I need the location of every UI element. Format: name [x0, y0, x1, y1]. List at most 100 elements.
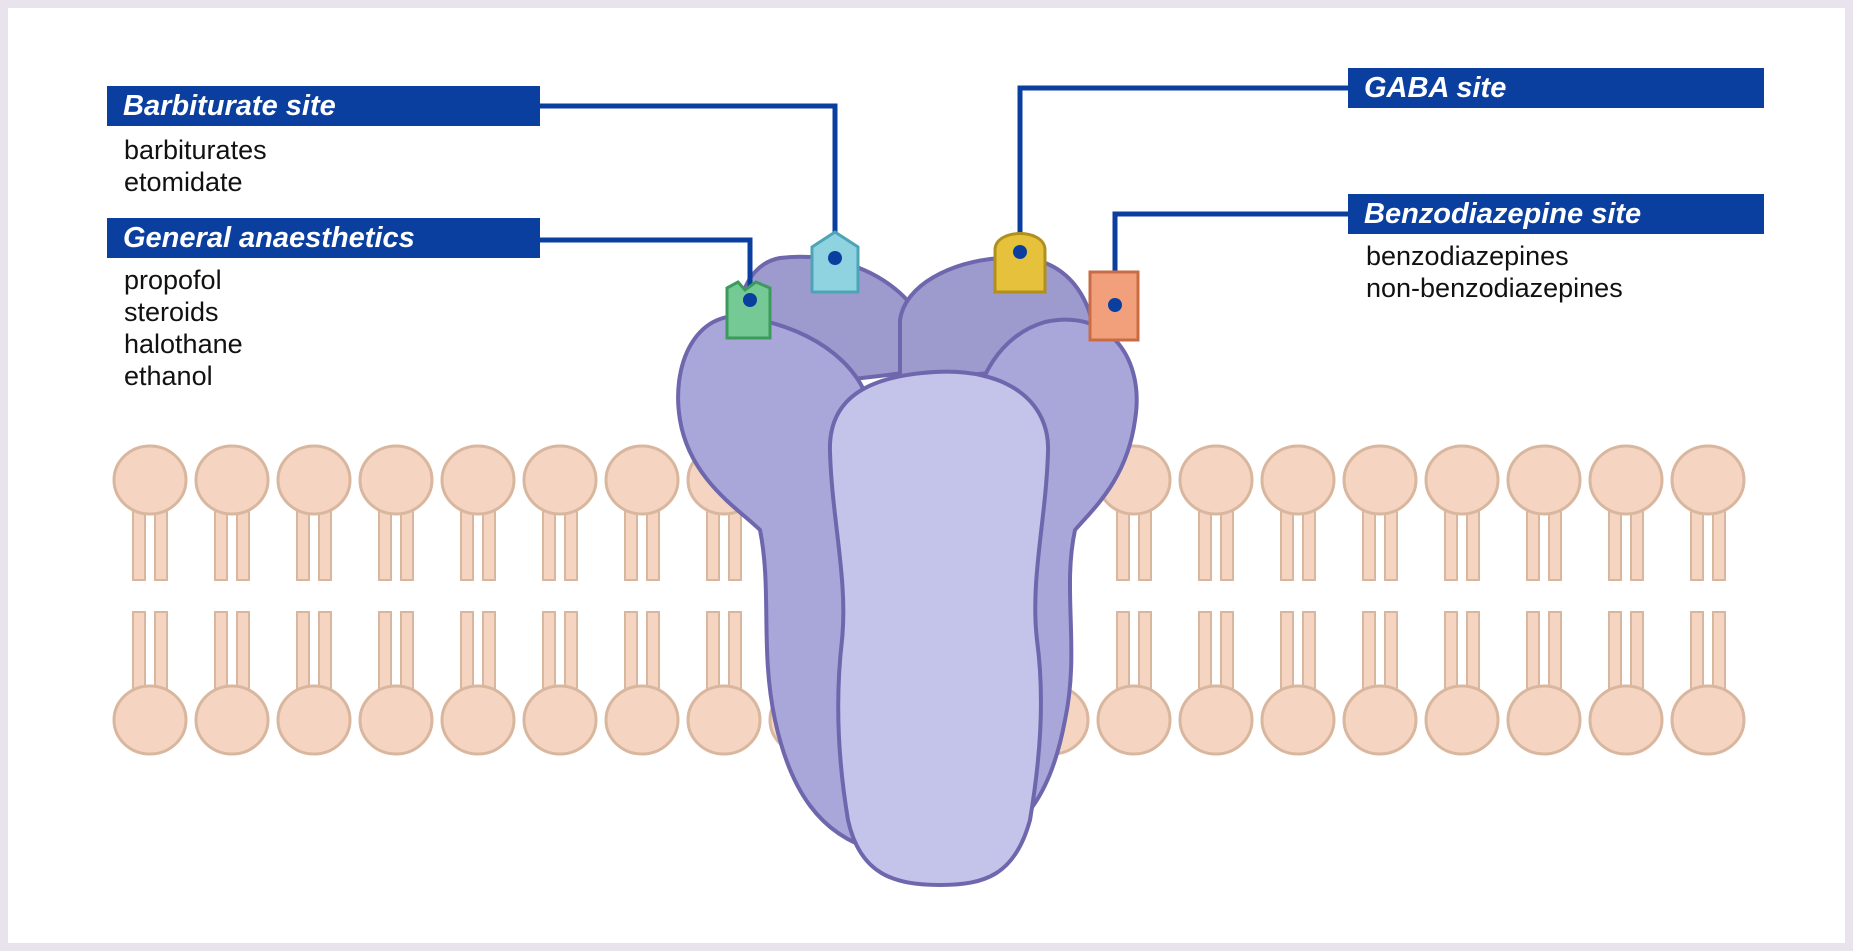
receptor-center-subunit	[830, 372, 1048, 885]
lipid-head	[114, 686, 186, 754]
agent-propofol: propofol	[124, 264, 243, 296]
lipid-tail	[319, 510, 331, 580]
lipid-head	[1672, 446, 1744, 514]
lipid-head	[1180, 446, 1252, 514]
barbiturate-leader-line	[540, 106, 835, 258]
lipid-tail	[379, 612, 391, 690]
lipid-tail	[1631, 612, 1643, 690]
lipid-tail	[1385, 510, 1397, 580]
lipid-tail	[483, 612, 495, 690]
lipid-tail	[1467, 612, 1479, 690]
phospholipid	[196, 446, 268, 754]
lipid-head	[360, 686, 432, 754]
lipid-head	[1426, 446, 1498, 514]
lipid-head	[1344, 686, 1416, 754]
gaba-leader-line	[1020, 88, 1348, 252]
lipid-tail	[215, 510, 227, 580]
lipid-tail	[1139, 612, 1151, 690]
lipid-tail	[297, 612, 309, 690]
lipid-tail	[1467, 510, 1479, 580]
gaba-site-label: GABA site	[1348, 68, 1764, 108]
benzodiazepine-site-label: Benzodiazepine site	[1348, 194, 1764, 234]
phospholipid	[442, 446, 514, 754]
lipid-tail	[1549, 612, 1561, 690]
agent-non-benzodiazepines: non-benzodiazepines	[1366, 272, 1623, 304]
phospholipid	[1262, 446, 1334, 754]
lipid-tail	[565, 510, 577, 580]
lipid-head	[278, 686, 350, 754]
lipid-tail	[133, 612, 145, 690]
lipid-head	[442, 686, 514, 754]
lipid-tail	[625, 510, 637, 580]
agent-steroids: steroids	[124, 296, 243, 328]
benzodiazepine-agents-list: benzodiazepines non-benzodiazepines	[1366, 240, 1623, 304]
lipid-tail	[1549, 510, 1561, 580]
lipid-head	[114, 446, 186, 514]
lipid-tail	[1221, 510, 1233, 580]
lipid-head	[1098, 686, 1170, 754]
lipid-tail	[647, 612, 659, 690]
lipid-tail	[1303, 510, 1315, 580]
gaba-binding-site-icon	[995, 234, 1045, 293]
lipid-tail	[1527, 510, 1539, 580]
lipid-tail	[1445, 612, 1457, 690]
lipid-head	[606, 446, 678, 514]
lipid-tail	[1199, 510, 1211, 580]
phospholipid	[524, 446, 596, 754]
phospholipid	[1508, 446, 1580, 754]
anaesthetic-leader-line	[540, 240, 750, 300]
lipid-tail	[1609, 612, 1621, 690]
general-anaesthetics-label: General anaesthetics	[107, 218, 540, 258]
lipid-head	[524, 686, 596, 754]
lipid-tail	[1713, 510, 1725, 580]
lipid-tail	[237, 510, 249, 580]
lipid-tail	[215, 612, 227, 690]
lipid-tail	[543, 510, 555, 580]
lipid-head	[442, 446, 514, 514]
barbiturate-site-label: Barbiturate site	[107, 86, 540, 126]
phospholipid	[1426, 446, 1498, 754]
benzodiazepine-leader-line	[1115, 214, 1348, 305]
phospholipid	[1180, 446, 1252, 754]
lipid-tail	[565, 612, 577, 690]
lipid-tail	[483, 510, 495, 580]
lipid-tail	[379, 510, 391, 580]
lipid-head	[1344, 446, 1416, 514]
lipid-tail	[543, 612, 555, 690]
agent-benzodiazepines: benzodiazepines	[1366, 240, 1623, 272]
lipid-head	[1508, 686, 1580, 754]
lipid-tail	[133, 510, 145, 580]
lipid-tail	[1139, 510, 1151, 580]
lipid-tail	[155, 612, 167, 690]
lipid-tail	[1281, 612, 1293, 690]
phospholipid	[1344, 446, 1416, 754]
lipid-tail	[1527, 612, 1539, 690]
barbiturate-agents-list: barbiturates etomidate	[124, 134, 267, 198]
lipid-tail	[319, 612, 331, 690]
lipid-tail	[401, 612, 413, 690]
lipid-head	[1590, 686, 1662, 754]
lipid-tail	[1199, 612, 1211, 690]
lipid-tail	[1363, 510, 1375, 580]
lipid-tail	[461, 612, 473, 690]
lipid-tail	[1691, 612, 1703, 690]
lipid-tail	[1445, 510, 1457, 580]
lipid-head	[1262, 686, 1334, 754]
benzodiazepine-binding-site-icon	[1090, 272, 1138, 340]
lipid-tail	[1609, 510, 1621, 580]
lipid-head	[1180, 686, 1252, 754]
lipid-head	[1262, 446, 1334, 514]
lipid-tail	[155, 510, 167, 580]
lipid-head	[606, 686, 678, 754]
lipid-tail	[237, 612, 249, 690]
lipid-head	[278, 446, 350, 514]
agent-etomidate: etomidate	[124, 166, 267, 198]
barbiturate-binding-site-icon	[812, 232, 858, 292]
lipid-tail	[401, 510, 413, 580]
lipid-head	[1672, 686, 1744, 754]
lipid-tail	[1303, 612, 1315, 690]
lipid-head	[196, 446, 268, 514]
phospholipid	[278, 446, 350, 754]
lipid-tail	[461, 510, 473, 580]
